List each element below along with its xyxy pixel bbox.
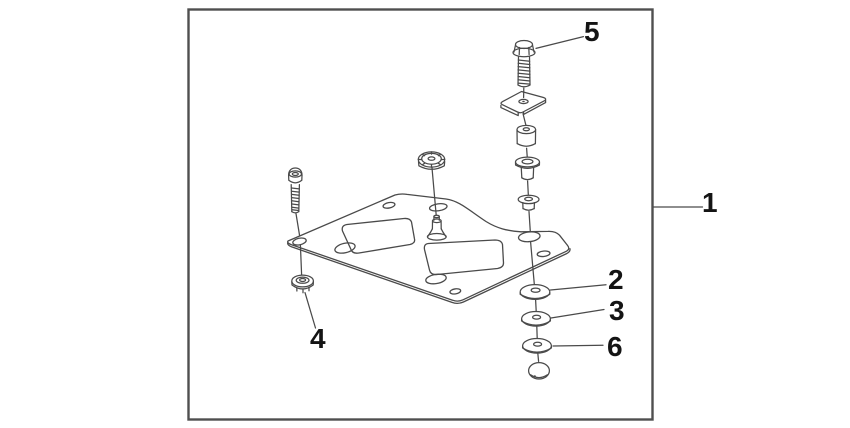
flanged-collar [514, 147, 541, 181]
socket-bolt [287, 167, 303, 237]
callout-3-washer: 3 [609, 295, 625, 326]
grommet [517, 180, 540, 233]
flange-bolt [512, 39, 536, 88]
callout-2-washer: 2 [608, 264, 624, 295]
washer-6 [521, 325, 553, 354]
mounting-stud [426, 214, 447, 241]
callout-5-bolt: 5 [584, 16, 600, 47]
cap-nut [527, 352, 551, 380]
washer-3 [520, 298, 552, 327]
callout-4-nut: 4 [310, 323, 326, 354]
square-pad [500, 87, 547, 117]
carrier-plate [286, 193, 571, 305]
callout-6-washer: 6 [607, 331, 623, 362]
knurled-knob [417, 151, 446, 216]
diagram-frame [187, 8, 654, 421]
rubber-spacer [516, 112, 537, 147]
callout-1-kit: 1 [702, 187, 718, 218]
flange-nut [291, 244, 315, 294]
washer-2 [519, 241, 551, 301]
callout-leader-lines [304, 35, 704, 347]
